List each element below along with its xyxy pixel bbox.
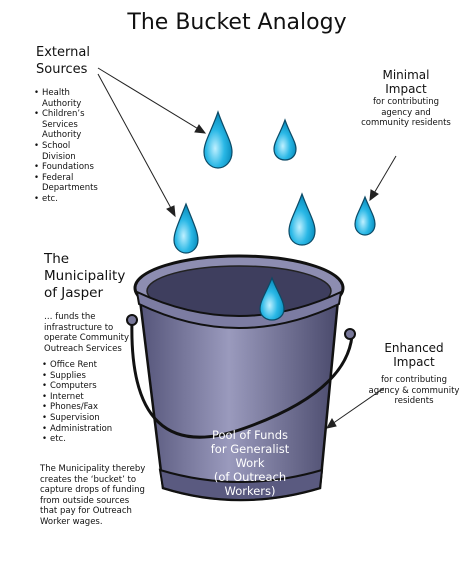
municipality-footnote: The Municipality thereby creates the ‘bu…: [40, 464, 146, 527]
arrow-enhanced-impact: [326, 387, 385, 429]
enhanced-impact-heading: Enhanced Impact: [384, 341, 444, 369]
list-item: School Division: [34, 141, 104, 162]
municipality-description: … funds the infrastructure to operate Co…: [44, 312, 129, 354]
arrow-external-to-drop-1: [97, 67, 207, 134]
list-item: Supplies: [42, 371, 142, 382]
list-item: Internet: [42, 392, 142, 403]
bucket-bottom-band: [158, 468, 324, 501]
page-title: The Bucket Analogy: [127, 10, 347, 35]
arrow-external-to-drop-2: [97, 73, 176, 218]
list-item: Health Authority: [34, 88, 104, 109]
bucket-label: Pool of Funds for Generalist Work (of Ou…: [210, 428, 290, 498]
water-drop-icon: [173, 202, 199, 254]
arrow-minimal-impact: [369, 155, 397, 202]
municipality-heading: The Municipality of Jasper: [44, 251, 126, 301]
list-item: Office Rent: [42, 360, 142, 371]
list-item: Administration: [42, 424, 142, 435]
list-item: Supervision: [42, 413, 142, 424]
list-item: Computers: [42, 381, 142, 392]
water-drop-icon: [354, 195, 376, 236]
list-item: Foundations: [34, 162, 104, 173]
water-drop-icon: [259, 276, 285, 321]
minimal-impact-heading: Minimal Impact: [382, 68, 430, 96]
list-item: etc.: [34, 194, 104, 205]
external-sources-list: Health Authority Children’s Services Aut…: [34, 88, 104, 205]
municipality-items-list: Office Rent Supplies Computers Internet …: [42, 360, 142, 445]
minimal-impact-description: for contributing agency and community re…: [361, 97, 451, 129]
external-sources-heading: External Sources: [36, 45, 90, 77]
bucket-rim-band: [135, 290, 343, 329]
list-item: Phones/Fax: [42, 402, 142, 413]
bucket-illustration: [126, 254, 356, 502]
enhanced-impact-description: for contributing agency & community resi…: [368, 375, 460, 407]
water-drop-icon: [273, 118, 297, 161]
water-drop-icon: [288, 192, 316, 246]
list-item: etc.: [42, 434, 142, 445]
list-item: Federal Departments: [34, 173, 104, 194]
list-item: Children’s Services Authority: [34, 109, 104, 141]
water-drop-icon: [203, 110, 233, 169]
